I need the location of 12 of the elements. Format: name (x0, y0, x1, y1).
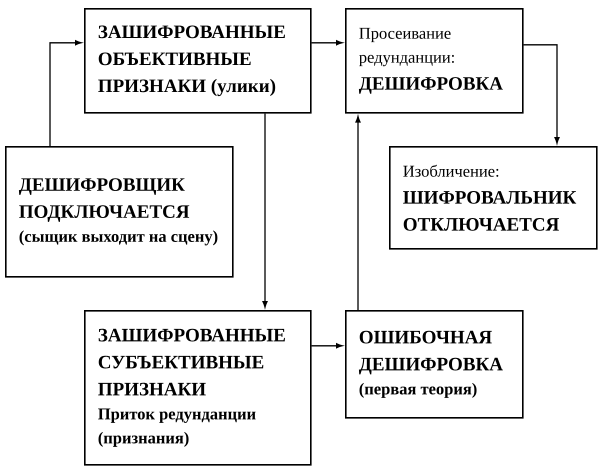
process-box: ОШИБОЧНАЯ ДЕШИФРОВКА (первая теория) (345, 310, 524, 419)
process-box: ЗАШИФРОВАННЫЕ СУБЪЕКТИВНЫЕ ПРИЗНАКИ Приток редунданции (признания) (84, 310, 312, 466)
arrow (262, 114, 268, 308)
arrow (49, 40, 82, 146)
arrow (524, 44, 560, 144)
process-box: Просеивание редунданции: ДЕШИФРОВКА (345, 8, 524, 114)
arrow (312, 343, 343, 348)
process-box: Изобличение: ШИФРОВАЛЬНИК ОТКЛЮЧАЕТСЯ (389, 146, 598, 250)
process-box: ДЕШИФРОВЩИК ПОДКЛЮЧАЕТСЯ (сыщик выходит на сцену) (5, 146, 234, 278)
process-box: ЗАШИФРОВАННЫЕ ОБЪЕКТИВНЫЕ ПРИЗНАКИ (улики) (84, 8, 312, 114)
arrow (355, 116, 361, 310)
arrow (312, 40, 343, 46)
